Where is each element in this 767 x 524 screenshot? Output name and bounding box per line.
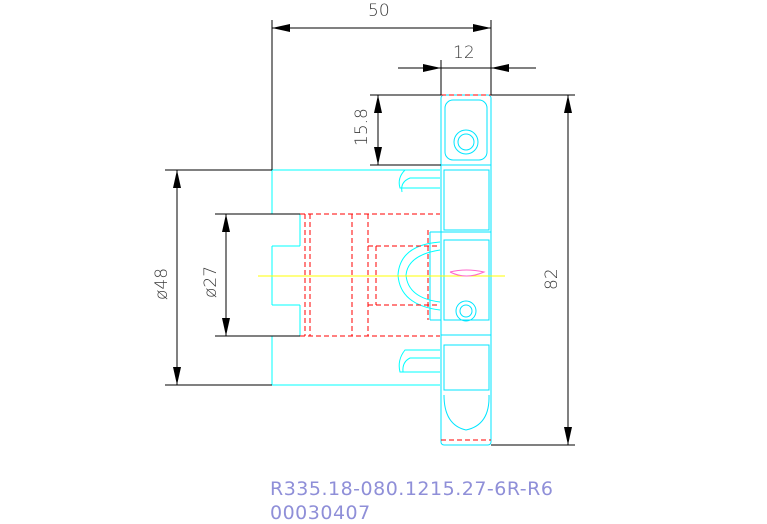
hidden-lines [300,94,491,441]
part-number: R335.18-080.1215.27-6R-R6 [270,478,554,500]
dimension-arrows [173,24,572,445]
dim-tooth-width: 12 [453,43,475,63]
dim-top-offset: 15.8 [352,108,372,146]
drawing-code: 00030407 [270,502,371,524]
drawing-sheet [148,0,620,523]
chip-grooves [397,169,441,373]
dim-overall-height: 82 [542,268,562,290]
insert-detail [449,269,486,277]
dim-bore-diameter: ø27 [201,266,221,298]
dim-overall-width: 50 [368,1,390,21]
dim-outer-diameter: ø48 [152,268,172,300]
cutter-body-outline [271,169,440,386]
dimension-lines [165,20,575,446]
